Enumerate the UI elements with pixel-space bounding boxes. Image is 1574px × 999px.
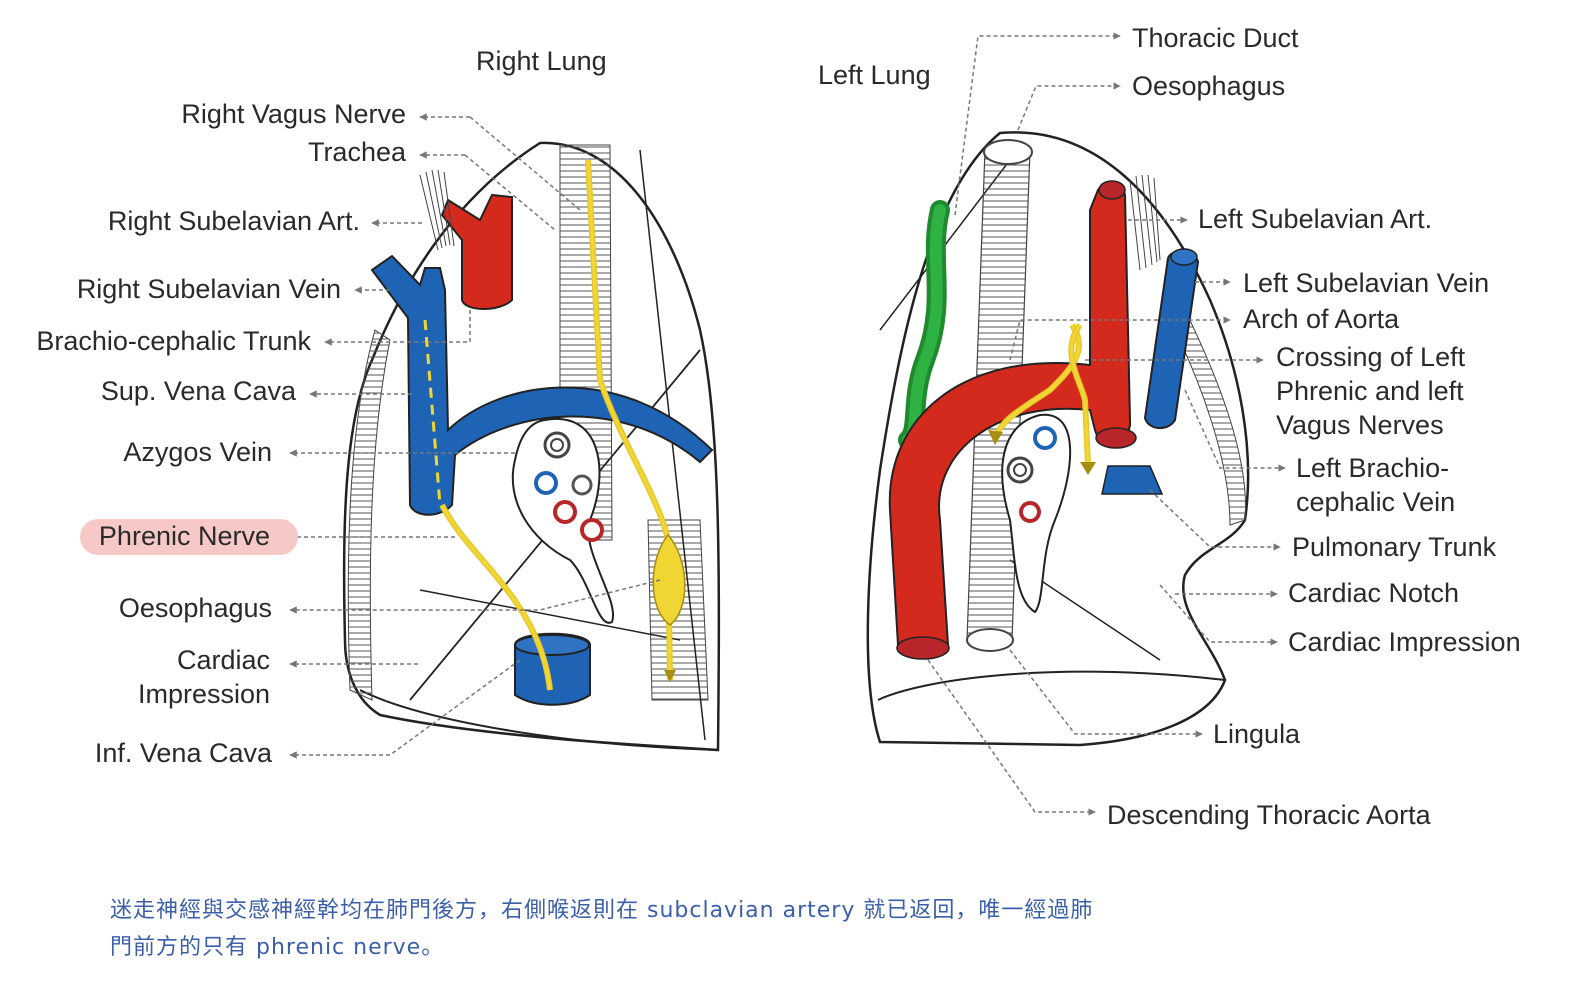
label-left-subclavian-vein: Left Subelavian Vein [1243, 268, 1490, 298]
label-inf-vena-cava: Inf. Vena Cava [94, 738, 272, 768]
label-crossing-1: Crossing of Left [1276, 342, 1466, 372]
label-brachiocephalic-trunk: Brachio-cephalic Trunk [36, 326, 311, 356]
label-lingula: Lingula [1213, 719, 1301, 749]
label-cardiac-notch: Cardiac Notch [1288, 578, 1460, 608]
label-sup-vena-cava: Sup. Vena Cava [100, 376, 296, 406]
label-arch-of-aorta: Arch of Aorta [1243, 304, 1400, 334]
label-cardiac-impression-right-1: Cardiac [176, 645, 270, 675]
label-right-subclavian-vein: Right Subelavian Vein [76, 274, 341, 304]
note-line-1: 迷走神經與交感神經幹均在肺門後方，右側喉返則在 subclavian arter… [110, 898, 1094, 923]
label-descending-thoracic-aorta: Descending Thoracic Aorta [1107, 800, 1431, 830]
note-line-2: 門前方的只有 phrenic nerve。 [110, 935, 445, 960]
right-lung-title: Right Lung [476, 46, 607, 76]
label-oesophagus-left: Oesophagus [1132, 71, 1286, 101]
label-cardiac-impression-right-2: Impression [137, 679, 270, 709]
label-left-brachio-1: Left Brachio- [1296, 453, 1450, 483]
right-lung [342, 141, 721, 752]
label-phrenic-nerve: Phrenic Nerve [98, 521, 270, 551]
handwritten-note: 迷走神經與交感神經幹均在肺門後方，右側喉返則在 subclavian arter… [110, 892, 1310, 966]
left-lung-title: Left Lung [818, 60, 931, 90]
label-pulmonary-trunk: Pulmonary Trunk [1292, 532, 1497, 562]
right-rib-impression [347, 329, 391, 701]
label-right-subclavian-art: Right Subelavian Art. [107, 206, 360, 236]
right-subclavian-artery [440, 193, 513, 310]
label-cardiac-impression-left: Cardiac Impression [1288, 627, 1521, 657]
phrenic-nerve-highlight [80, 519, 298, 555]
left-pulmonary-trunk [1101, 465, 1164, 495]
label-crossing-2: Phrenic and left [1276, 376, 1464, 406]
label-left-brachio-2: cephalic Vein [1296, 487, 1456, 517]
label-crossing-3: Vagus Nerves [1276, 410, 1444, 440]
label-azygos-vein: Azygos Vein [123, 437, 272, 467]
label-thoracic-duct: Thoracic Duct [1132, 23, 1299, 53]
label-trachea: Trachea [307, 137, 406, 167]
left-aorta [888, 182, 1132, 658]
label-left-subclavian-art: Left Subelavian Art. [1198, 204, 1433, 234]
label-right-vagus-nerve: Right Vagus Nerve [181, 99, 406, 129]
right-oesophageal-plexus [652, 533, 686, 626]
left-lung [866, 131, 1250, 747]
lung-mediastinal-surfaces-diagram [289, 32, 1286, 816]
label-oesophagus-right: Oesophagus [118, 593, 272, 623]
